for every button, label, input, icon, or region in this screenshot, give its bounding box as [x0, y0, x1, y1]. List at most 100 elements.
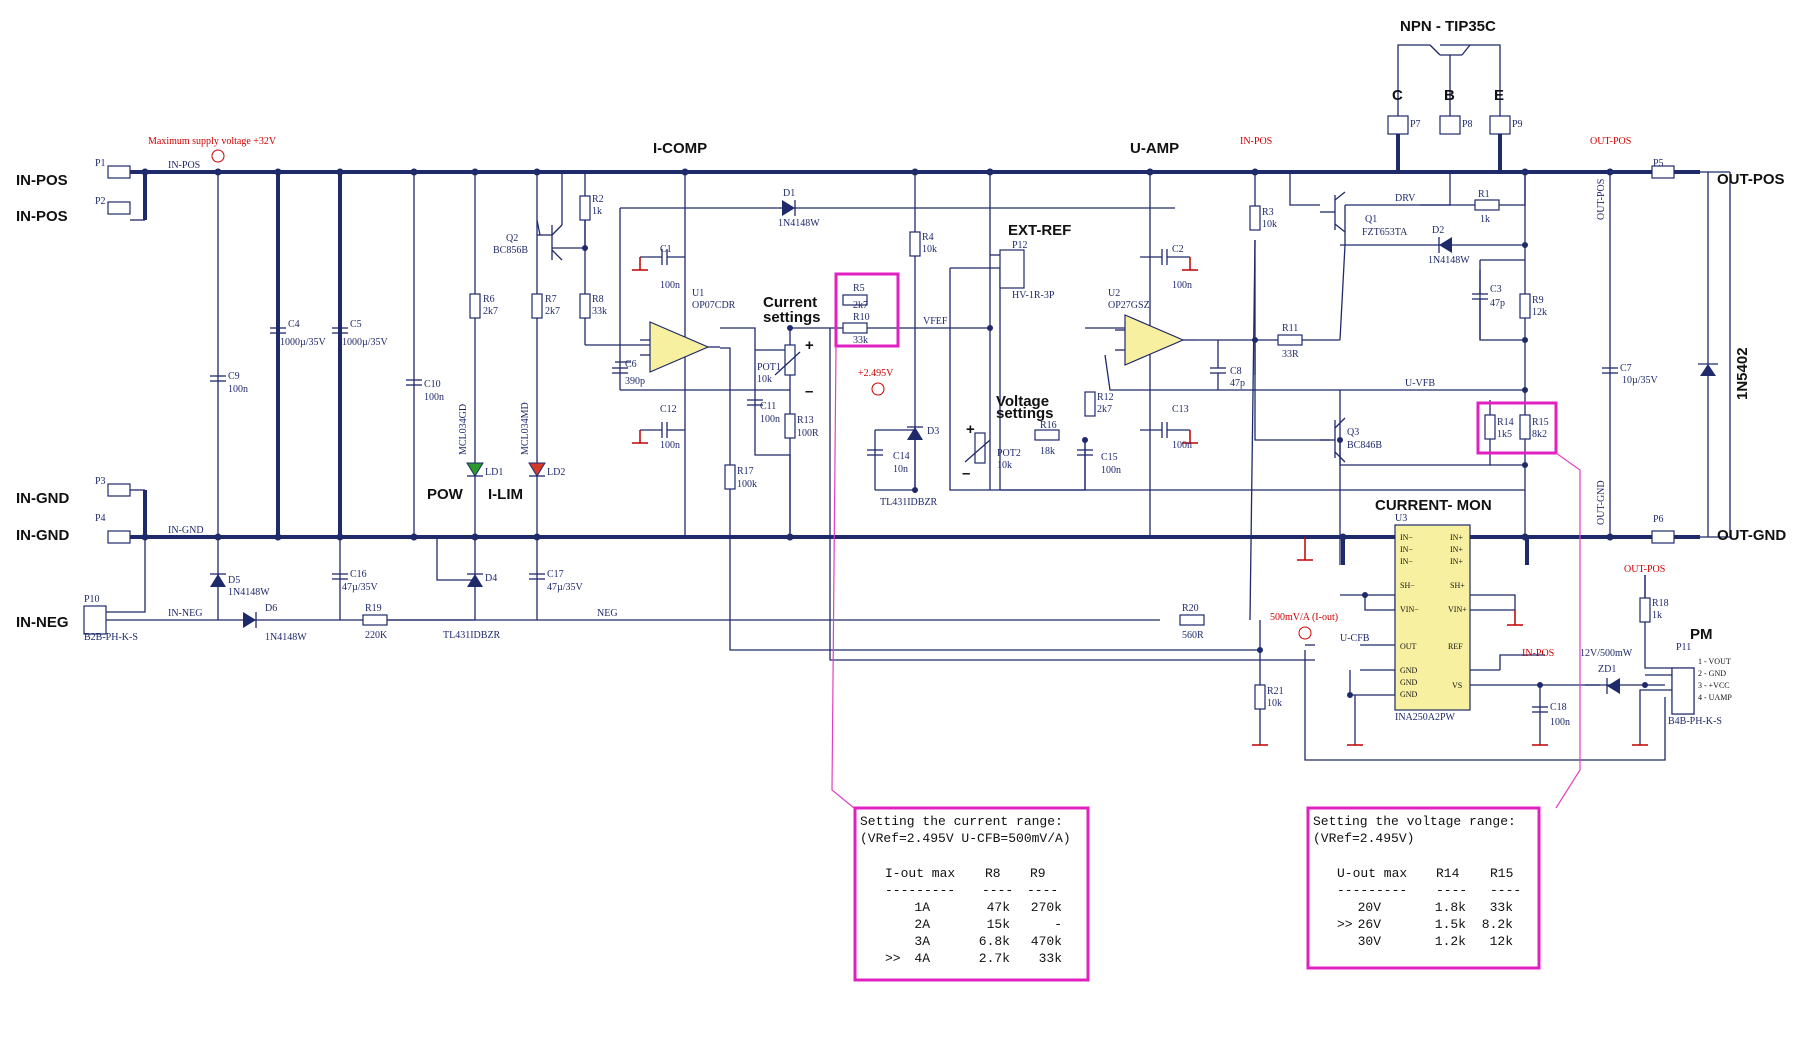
- u3-ina250-chip: [1394, 524, 1471, 711]
- r21-resistor: [1254, 684, 1266, 710]
- small-out-gnd: OUT-GND: [1596, 480, 1607, 525]
- ref-c10: C10: [424, 379, 441, 390]
- val-r19: 220K: [365, 630, 388, 641]
- label-current-mon: CURRENT- MON: [1375, 497, 1492, 514]
- val-c4: 1000µ/35V: [280, 337, 327, 348]
- voltage-col-r14: R14: [1436, 866, 1460, 881]
- ld2-led-icon: [528, 462, 546, 477]
- current-sep-2: ----: [982, 883, 1013, 898]
- voltage-row-uout: 20V: [1358, 900, 1382, 915]
- voltage-range-box: [1306, 806, 1541, 970]
- red-in-pos-2: IN-POS: [1522, 648, 1554, 659]
- junction-dots: [141, 168, 1648, 698]
- val-r14: 1k5: [1497, 429, 1512, 440]
- val-ld1: MCL034GD: [458, 404, 469, 455]
- val-p12: HV-1R-3P: [1012, 290, 1055, 301]
- val-r17: 100k: [737, 479, 757, 490]
- val-c13: 100n: [1172, 440, 1192, 451]
- ref-c1: C1: [660, 244, 672, 255]
- val-d5: 1N4148W: [228, 587, 270, 598]
- ref-u3: U3: [1395, 513, 1407, 524]
- val-u1: OP07CDR: [692, 300, 736, 311]
- red-vref: +2.495V: [858, 368, 894, 379]
- net-labels: IN-POS IN-POS IN-GND IN-GND IN-NEG OUT-P…: [16, 18, 1786, 643]
- label-current-settings-1: Current: [763, 294, 817, 311]
- current-row-iout: 3A: [914, 934, 930, 949]
- r4-resistor: [909, 231, 921, 257]
- label-in-gnd-1: IN-GND: [16, 490, 69, 507]
- voltage-row-marker: >>: [1337, 917, 1353, 932]
- p4-connector: [107, 530, 131, 544]
- val-r10: 33k: [853, 335, 868, 346]
- val-r6: 2k7: [483, 306, 498, 317]
- val-q2: BC856B: [493, 245, 528, 256]
- current-row-r8: 47k: [987, 900, 1011, 915]
- voltage-sep-2: ----: [1436, 883, 1467, 898]
- current-row-r8: 2.7k: [979, 951, 1010, 966]
- label-pin-b: B: [1444, 87, 1455, 104]
- ref-r19: R19: [365, 603, 382, 614]
- ref-r4: R4: [922, 232, 934, 243]
- ref-c9: C9: [228, 371, 240, 382]
- power-buses: [130, 120, 1700, 565]
- ref-q3: Q3: [1347, 427, 1359, 438]
- current-row-iout: 2A: [914, 917, 930, 932]
- r5-resistor: [842, 294, 868, 306]
- val-c12: 100n: [660, 440, 680, 451]
- ref-r21: R21: [1267, 686, 1284, 697]
- ref-zd1: ZD1: [1598, 664, 1616, 675]
- u3-pin-vs: VS: [1452, 681, 1462, 690]
- val-r12: 2k7: [1097, 404, 1112, 415]
- components: [210, 44, 1718, 746]
- u2-opamp-icon: [1124, 314, 1185, 366]
- u3-pin-gnd-1: GND: [1400, 666, 1418, 675]
- pm-pin-vout: 1 - VOUT: [1698, 657, 1731, 666]
- val-r9: 12k: [1532, 307, 1547, 318]
- val-c5: 1000µ/35V: [342, 337, 389, 348]
- ref-c2: C2: [1172, 244, 1184, 255]
- u3-pin-sh-plus: SH+: [1450, 581, 1465, 590]
- val-d2: 1N4148W: [1428, 255, 1470, 266]
- r16-resistor: [1034, 429, 1060, 441]
- red-i-out: 500mV/A (I-out): [1270, 612, 1338, 623]
- val-u3: INA250A2PW: [1395, 712, 1456, 723]
- u3-pin-in-plus-3: IN+: [1450, 557, 1463, 566]
- npn-tip35c-icon: [1397, 44, 1501, 116]
- ref-p10-type: B2B-PH-K-S: [84, 632, 138, 643]
- label-voltage-settings-2: settings: [996, 405, 1054, 422]
- ref-c14: C14: [893, 451, 910, 462]
- ref-p7: P7: [1410, 119, 1421, 130]
- ref-c5: C5: [350, 319, 362, 330]
- ref-p1: P1: [95, 158, 106, 169]
- voltage-range-table: Setting the voltage range: (VRef=2.495V)…: [1313, 814, 1521, 949]
- u3-pin-in-minus-3: IN−: [1400, 557, 1413, 566]
- voltage-row-r14: 1.2k: [1435, 934, 1466, 949]
- r8-resistor: [579, 293, 591, 319]
- small-out-pos: OUT-POS: [1596, 179, 1607, 220]
- val-u2: OP27GSZ: [1108, 300, 1150, 311]
- ref-c15: C15: [1101, 452, 1118, 463]
- label-out-gnd: OUT-GND: [1717, 527, 1786, 544]
- val-q1: FZT653TA: [1362, 227, 1408, 238]
- ld1-led-icon: [466, 462, 484, 477]
- val-c14: 10n: [893, 464, 908, 475]
- val-c7: 10µ/35V: [1622, 375, 1659, 386]
- u3-pin-in-plus-1: IN+: [1450, 533, 1463, 542]
- val-c9: 100n: [228, 384, 248, 395]
- ref-c4: C4: [288, 319, 300, 330]
- current-row-marker: >>: [885, 951, 901, 966]
- label-pm: PM: [1690, 626, 1713, 643]
- voltage-col-uout: U-out max: [1337, 866, 1407, 881]
- u3-pin-ref: REF: [1448, 642, 1463, 651]
- red-max-supply: Maximum supply voltage +32V: [148, 136, 277, 147]
- u1-opamp-icon: [649, 321, 710, 373]
- ref-r15: R15: [1532, 417, 1549, 428]
- label-u-amp: U-AMP: [1130, 140, 1179, 157]
- r10-resistor: [842, 322, 868, 334]
- ref-q2: Q2: [506, 233, 518, 244]
- val-r16: 18k: [1040, 446, 1055, 457]
- ref-r10: R10: [853, 312, 870, 323]
- test-point-icon: [211, 149, 225, 163]
- r14-resistor: [1484, 414, 1496, 440]
- small-in-gnd: IN-GND: [168, 525, 204, 536]
